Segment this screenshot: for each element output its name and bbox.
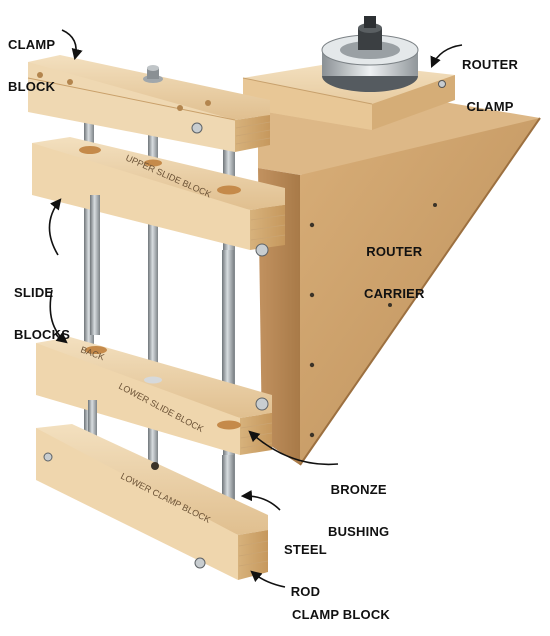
- callout-router-clamp-line1: ROUTER: [462, 57, 519, 72]
- callout-router-carrier: ROUTER CARRIER: [364, 217, 425, 315]
- callout-bronze-bushing-line2: BUSHING: [328, 524, 390, 539]
- leader-slide-blocks-up: [48, 198, 62, 256]
- upper-slide-block: [32, 137, 286, 257]
- callout-bronze-bushing: BRONZE BUSHING: [328, 455, 389, 553]
- rod-segments-front: [90, 195, 234, 425]
- callout-clamp-block-top-line1: CLAMP: [8, 37, 56, 52]
- leader-slide-blocks-down: [49, 289, 68, 344]
- callout-router-carrier-line1: ROUTER: [366, 244, 423, 259]
- callout-leaders: [48, 29, 463, 588]
- callout-router-clamp-line2: CLAMP: [466, 99, 514, 114]
- callout-slide-blocks: SLIDE BLOCKS: [14, 258, 70, 356]
- callout-router-carrier-line2: CARRIER: [364, 286, 425, 301]
- callout-steel-rod-line1: STEEL: [284, 542, 327, 557]
- leader-clamp-block-top: [61, 29, 83, 61]
- callout-slide-blocks-line2: BLOCKS: [14, 327, 71, 342]
- lower-clamp-block: [36, 424, 269, 580]
- callout-slide-blocks-line1: SLIDE: [14, 285, 54, 300]
- leader-router-clamp: [430, 44, 463, 69]
- callout-clamp-block-top-line2: BLOCK: [8, 79, 56, 94]
- callout-clamp-block-bottom-line1: CLAMP BLOCK: [292, 607, 391, 622]
- upper-clamp-block: [27, 55, 271, 152]
- jig-illustration: UPPER SLIDE BLOCK LOWER SLIDE BLOCK LOWE…: [27, 16, 541, 588]
- callout-clamp-block-bottom: CLAMP BLOCK: [292, 580, 390, 636]
- leader-clamp-block-bottom: [250, 570, 286, 588]
- callout-bronze-bushing-line1: BRONZE: [330, 482, 387, 497]
- leader-steel-rod: [240, 490, 281, 511]
- callout-steel-rod-line2: ROD: [290, 584, 321, 599]
- callout-clamp-block-top: CLAMP BLOCK: [8, 10, 55, 108]
- lower-slide-block: [36, 337, 273, 455]
- leader-bronze-bushing: [248, 430, 339, 466]
- callout-steel-rod: STEEL ROD: [284, 515, 327, 613]
- router-clamp: [242, 16, 455, 130]
- callout-router-clamp: ROUTER CLAMP: [462, 30, 518, 128]
